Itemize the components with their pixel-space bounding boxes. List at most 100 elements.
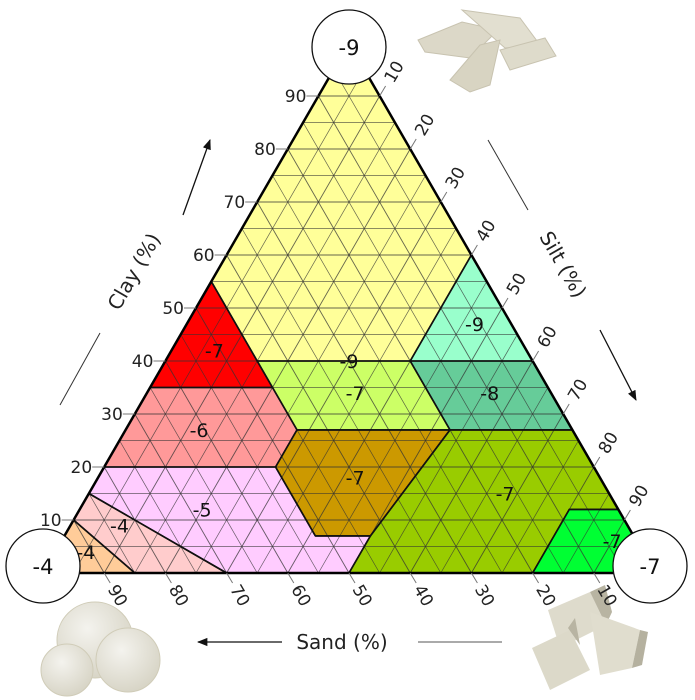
- sand-tick-mark: [103, 572, 111, 584]
- silt-axis-line: [487, 139, 529, 211]
- region-label-silty-clay: -9: [465, 314, 484, 336]
- sand-tick-label: 50: [348, 582, 376, 611]
- silt-tick-label: 90: [625, 482, 653, 511]
- grid-line-sand: [333, 69, 625, 574]
- clay-tick-label: 40: [132, 352, 154, 372]
- corner-circles: -9 -4 -7: [5, 9, 688, 604]
- corner-circle-silt: [612, 528, 688, 604]
- sand-tick-mark: [593, 572, 601, 584]
- grid-line-sand: [88, 493, 136, 574]
- region-label-silty-clay-loam: -8: [480, 383, 499, 405]
- silt-axis-title: Silt (%): [535, 227, 592, 302]
- silt-tick-label: 10: [381, 58, 409, 87]
- region-label-sandy-clay: -7: [205, 340, 224, 362]
- clay-axis-title: Clay (%): [102, 229, 165, 314]
- clay-tick-label: 60: [193, 246, 215, 266]
- silt-tick-label: 80: [595, 429, 623, 458]
- silt-tick-mark: [623, 509, 631, 521]
- region-label-silt: -7: [603, 531, 622, 553]
- plate-particles-icon: [417, 9, 557, 93]
- grid-line-silt: [379, 334, 518, 574]
- region-loamy-sand: [73, 493, 227, 573]
- corner-value-silt: -7: [640, 555, 661, 579]
- clay-tick-label: 80: [254, 140, 276, 160]
- silt-tick-mark: [501, 297, 509, 309]
- silt-tick-label: 30: [442, 164, 470, 193]
- sand-tick-label: 30: [470, 582, 498, 611]
- grid-line-silt: [318, 281, 488, 574]
- sand-tick-mark: [226, 572, 234, 584]
- region-label-sandy-loam: -5: [193, 499, 212, 521]
- region-label-loamy-sand: -4: [110, 515, 129, 537]
- silt-tick-mark: [379, 85, 387, 97]
- region-label-silt-loam: -7: [496, 484, 515, 506]
- clay-tick-label: 20: [71, 458, 93, 478]
- block-particles-icon: [532, 585, 648, 690]
- silt-tick-label: 50: [503, 270, 531, 299]
- sand-tick-mark: [287, 572, 295, 584]
- corner-value-sand: -4: [33, 555, 54, 579]
- grid-line-silt: [409, 360, 533, 574]
- region-loam: [275, 429, 450, 536]
- sphere-particles-icon: [40, 601, 161, 697]
- grid-line-silt: [440, 387, 549, 574]
- region-label-sandy-clay-loam: -6: [190, 420, 209, 442]
- grid-line-silt: [134, 122, 396, 574]
- grid-line-sand: [302, 122, 564, 574]
- region-labels: -9-7-9-7-8-6-7-7-7-5-4-4: [76, 314, 621, 564]
- clay-tick-label: 30: [101, 405, 123, 425]
- silt-tick-label: 20: [411, 111, 439, 140]
- corner-value-clay: -9: [339, 36, 360, 60]
- clay-tick-label: 50: [162, 299, 184, 319]
- clay-tick-label: 90: [285, 87, 307, 107]
- grid-line-silt: [256, 228, 457, 574]
- corner-circle-sand: [5, 528, 81, 604]
- grid-line-sand: [134, 413, 227, 574]
- silt-tick-label: 60: [534, 323, 562, 352]
- sand-tick-label: 60: [286, 582, 314, 611]
- region-silt-loam: [349, 429, 619, 573]
- grid-line-sand: [272, 175, 503, 574]
- region-label-loam: -7: [346, 468, 365, 490]
- clay-tick-label: 10: [40, 511, 62, 531]
- grid-line-silt: [195, 175, 426, 574]
- sand-tick-mark: [164, 572, 172, 584]
- sand-tick-mark: [348, 572, 356, 584]
- grid-line-sand: [195, 307, 350, 574]
- silt-tick-mark: [470, 244, 478, 256]
- grid-line-silt: [562, 493, 610, 574]
- clay-tick-label: 70: [224, 193, 246, 213]
- clay-axis-line: [59, 332, 101, 406]
- grid-line-silt: [471, 413, 564, 574]
- silt-tick-mark: [562, 403, 570, 415]
- grid-line-silt: [348, 307, 503, 574]
- sand-tick-label: 80: [164, 582, 192, 611]
- grid-line-sand: [241, 228, 442, 574]
- grid-line-sand: [180, 334, 319, 574]
- region-clay-loam: [257, 361, 450, 430]
- clay-arrow-icon: [182, 139, 211, 216]
- silt-arrow-icon: [599, 329, 637, 401]
- silt-tick-label: 70: [564, 376, 592, 405]
- grid-line-sand: [119, 440, 197, 574]
- sand-tick-label: 70: [225, 582, 253, 611]
- grid-line-silt: [73, 69, 365, 574]
- sand-axis-title: Sand (%): [296, 630, 387, 654]
- grid-line-silt: [593, 519, 625, 574]
- sand-tick-label: 20: [531, 582, 559, 611]
- silt-tick-mark: [532, 350, 540, 362]
- grid-line-silt: [501, 440, 579, 574]
- sand-tick-mark: [532, 572, 540, 584]
- region-label-clay-loam: -7: [346, 383, 365, 405]
- silt-tick-mark: [593, 456, 601, 468]
- corner-circle-clay: [311, 9, 387, 85]
- silt-tick-mark: [440, 191, 448, 203]
- sand-tick-mark: [409, 572, 417, 584]
- region-label-sand: -4: [76, 542, 95, 564]
- silt-tick-label: 40: [472, 217, 500, 246]
- region-sandy-clay-loam: [104, 387, 297, 467]
- sand-tick-label: 40: [409, 582, 437, 611]
- grid-line-sand: [149, 387, 258, 574]
- silt-tick-mark: [409, 138, 417, 150]
